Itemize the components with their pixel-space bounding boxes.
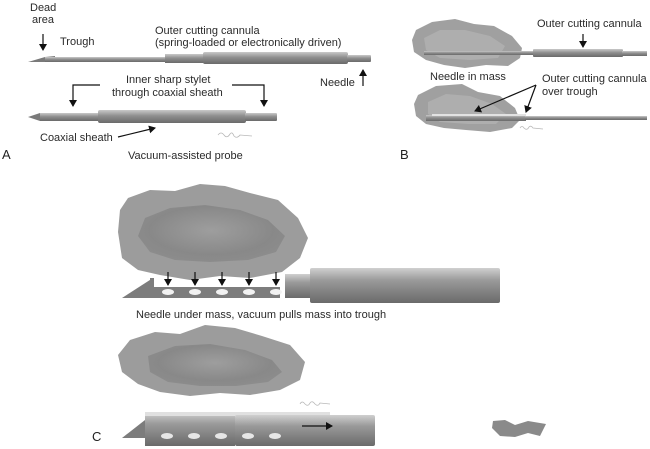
vacuum-probe-needle — [28, 52, 371, 64]
panel-letter-b: B — [400, 147, 409, 162]
over-trough-arrow-1 — [474, 84, 537, 113]
label-dead-area-2: area — [32, 14, 55, 26]
label-stylet-2: through coaxial sheath — [112, 87, 223, 99]
vacuum-hole — [188, 433, 200, 439]
coaxial-sheath-arrow — [117, 125, 156, 138]
label-over-trough-1: Outer cutting cannula — [542, 73, 647, 85]
vacuum-hole — [242, 433, 254, 439]
artist-signature-c — [299, 401, 331, 406]
stylet-arrow-left — [69, 84, 100, 107]
vacuum-hole — [269, 433, 281, 439]
panel-b: Outer cutting cannula Needle in mass Out… — [400, 18, 647, 162]
needle-c-top — [122, 268, 500, 303]
vacuum-hole — [162, 289, 174, 295]
panel-c: Needle under mass, vacuum pulls mass int… — [92, 184, 546, 446]
needle-top — [424, 49, 647, 57]
over-trough-arrow-2 — [524, 84, 537, 113]
vacuum-hole — [270, 289, 282, 295]
label-needle-in-mass: Needle in mass — [430, 71, 506, 83]
tissue-sample — [492, 420, 546, 437]
vacuum-holes-top — [162, 289, 282, 295]
vacuum-arrows — [164, 272, 280, 286]
caption-vacuum-pull: Needle under mass, vacuum pulls mass int… — [136, 309, 386, 321]
needle-c-bottom — [122, 412, 375, 446]
label-outer-cannula-2: (spring-loaded or electronically driven) — [155, 37, 341, 49]
label-outer-cannula-b: Outer cutting cannula — [537, 18, 642, 30]
coaxial-probe — [28, 110, 277, 123]
label-coaxial-sheath: Coaxial sheath — [40, 132, 113, 144]
artist-signature — [217, 132, 253, 138]
artist-signature-b — [519, 125, 544, 130]
panel-a: Dead area Trough Outer cutting cannula (… — [2, 2, 371, 162]
vacuum-hole — [189, 289, 201, 295]
stylet-arrow-right — [232, 84, 268, 107]
vacuum-hole — [216, 289, 228, 295]
label-stylet-1: Inner sharp stylet — [126, 74, 210, 86]
vacuum-hole — [243, 289, 255, 295]
label-dead-area-1: Dead — [30, 2, 56, 14]
label-over-trough-2: over trough — [542, 86, 598, 98]
vacuum-hole — [215, 433, 227, 439]
vacuum-hole — [161, 433, 173, 439]
panel-letter-a: A — [2, 147, 11, 162]
vacuum-holes-bottom — [161, 433, 281, 439]
label-trough: Trough — [60, 36, 94, 48]
caption-vacuum-probe: Vacuum-assisted probe — [128, 150, 243, 162]
label-outer-cannula-1: Outer cutting cannula — [155, 25, 260, 37]
panel-letter-c: C — [92, 429, 101, 444]
needle-bottom — [426, 114, 647, 121]
label-needle: Needle — [320, 77, 355, 89]
